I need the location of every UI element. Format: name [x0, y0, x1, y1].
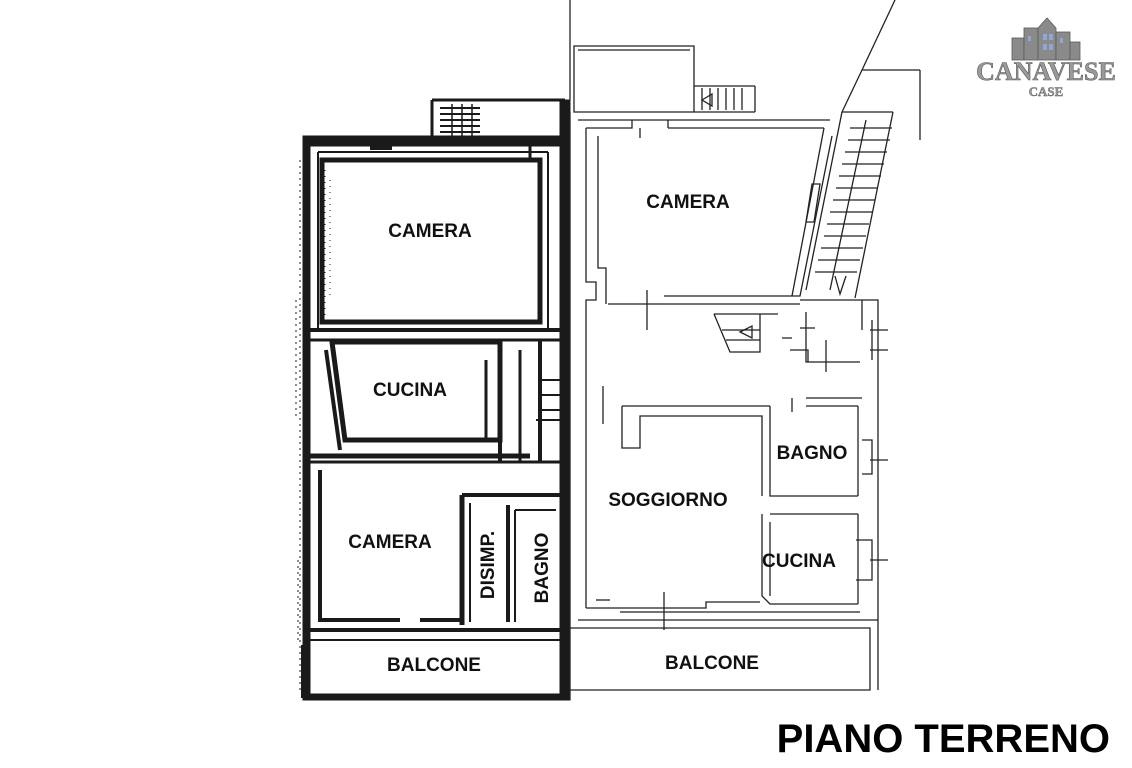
room-label-left-cucina: CUCINA: [373, 380, 447, 401]
plan-title: PIANO TERRENO: [777, 717, 1110, 761]
room-label-left-camera-bottom: CAMERA: [348, 532, 432, 553]
room-label-right-camera: CAMERA: [646, 192, 730, 213]
logo-brand-text: CANAVESE: [976, 57, 1116, 86]
right-unit-walls: [569, 0, 921, 700]
room-label-right-balcone: BALCONE: [665, 653, 759, 674]
room-label-left-camera-top: CAMERA: [388, 221, 472, 242]
room-label-left-disimp: DISIMP.: [478, 531, 499, 599]
room-label-right-soggiorno: SOGGIORNO: [608, 490, 727, 511]
logo-buildings-icon: [1011, 17, 1081, 61]
room-label-right-cucina: CUCINA: [762, 551, 836, 572]
room-label-right-bagno: BAGNO: [777, 443, 848, 464]
brand-logo: CANAVESE CASE: [976, 17, 1116, 99]
room-label-left-bagno: BAGNO: [532, 533, 553, 604]
room-label-left-balcone: BALCONE: [387, 655, 481, 676]
left-unit-walls: [295, 98, 571, 701]
logo-sub-text: CASE: [1029, 84, 1064, 99]
